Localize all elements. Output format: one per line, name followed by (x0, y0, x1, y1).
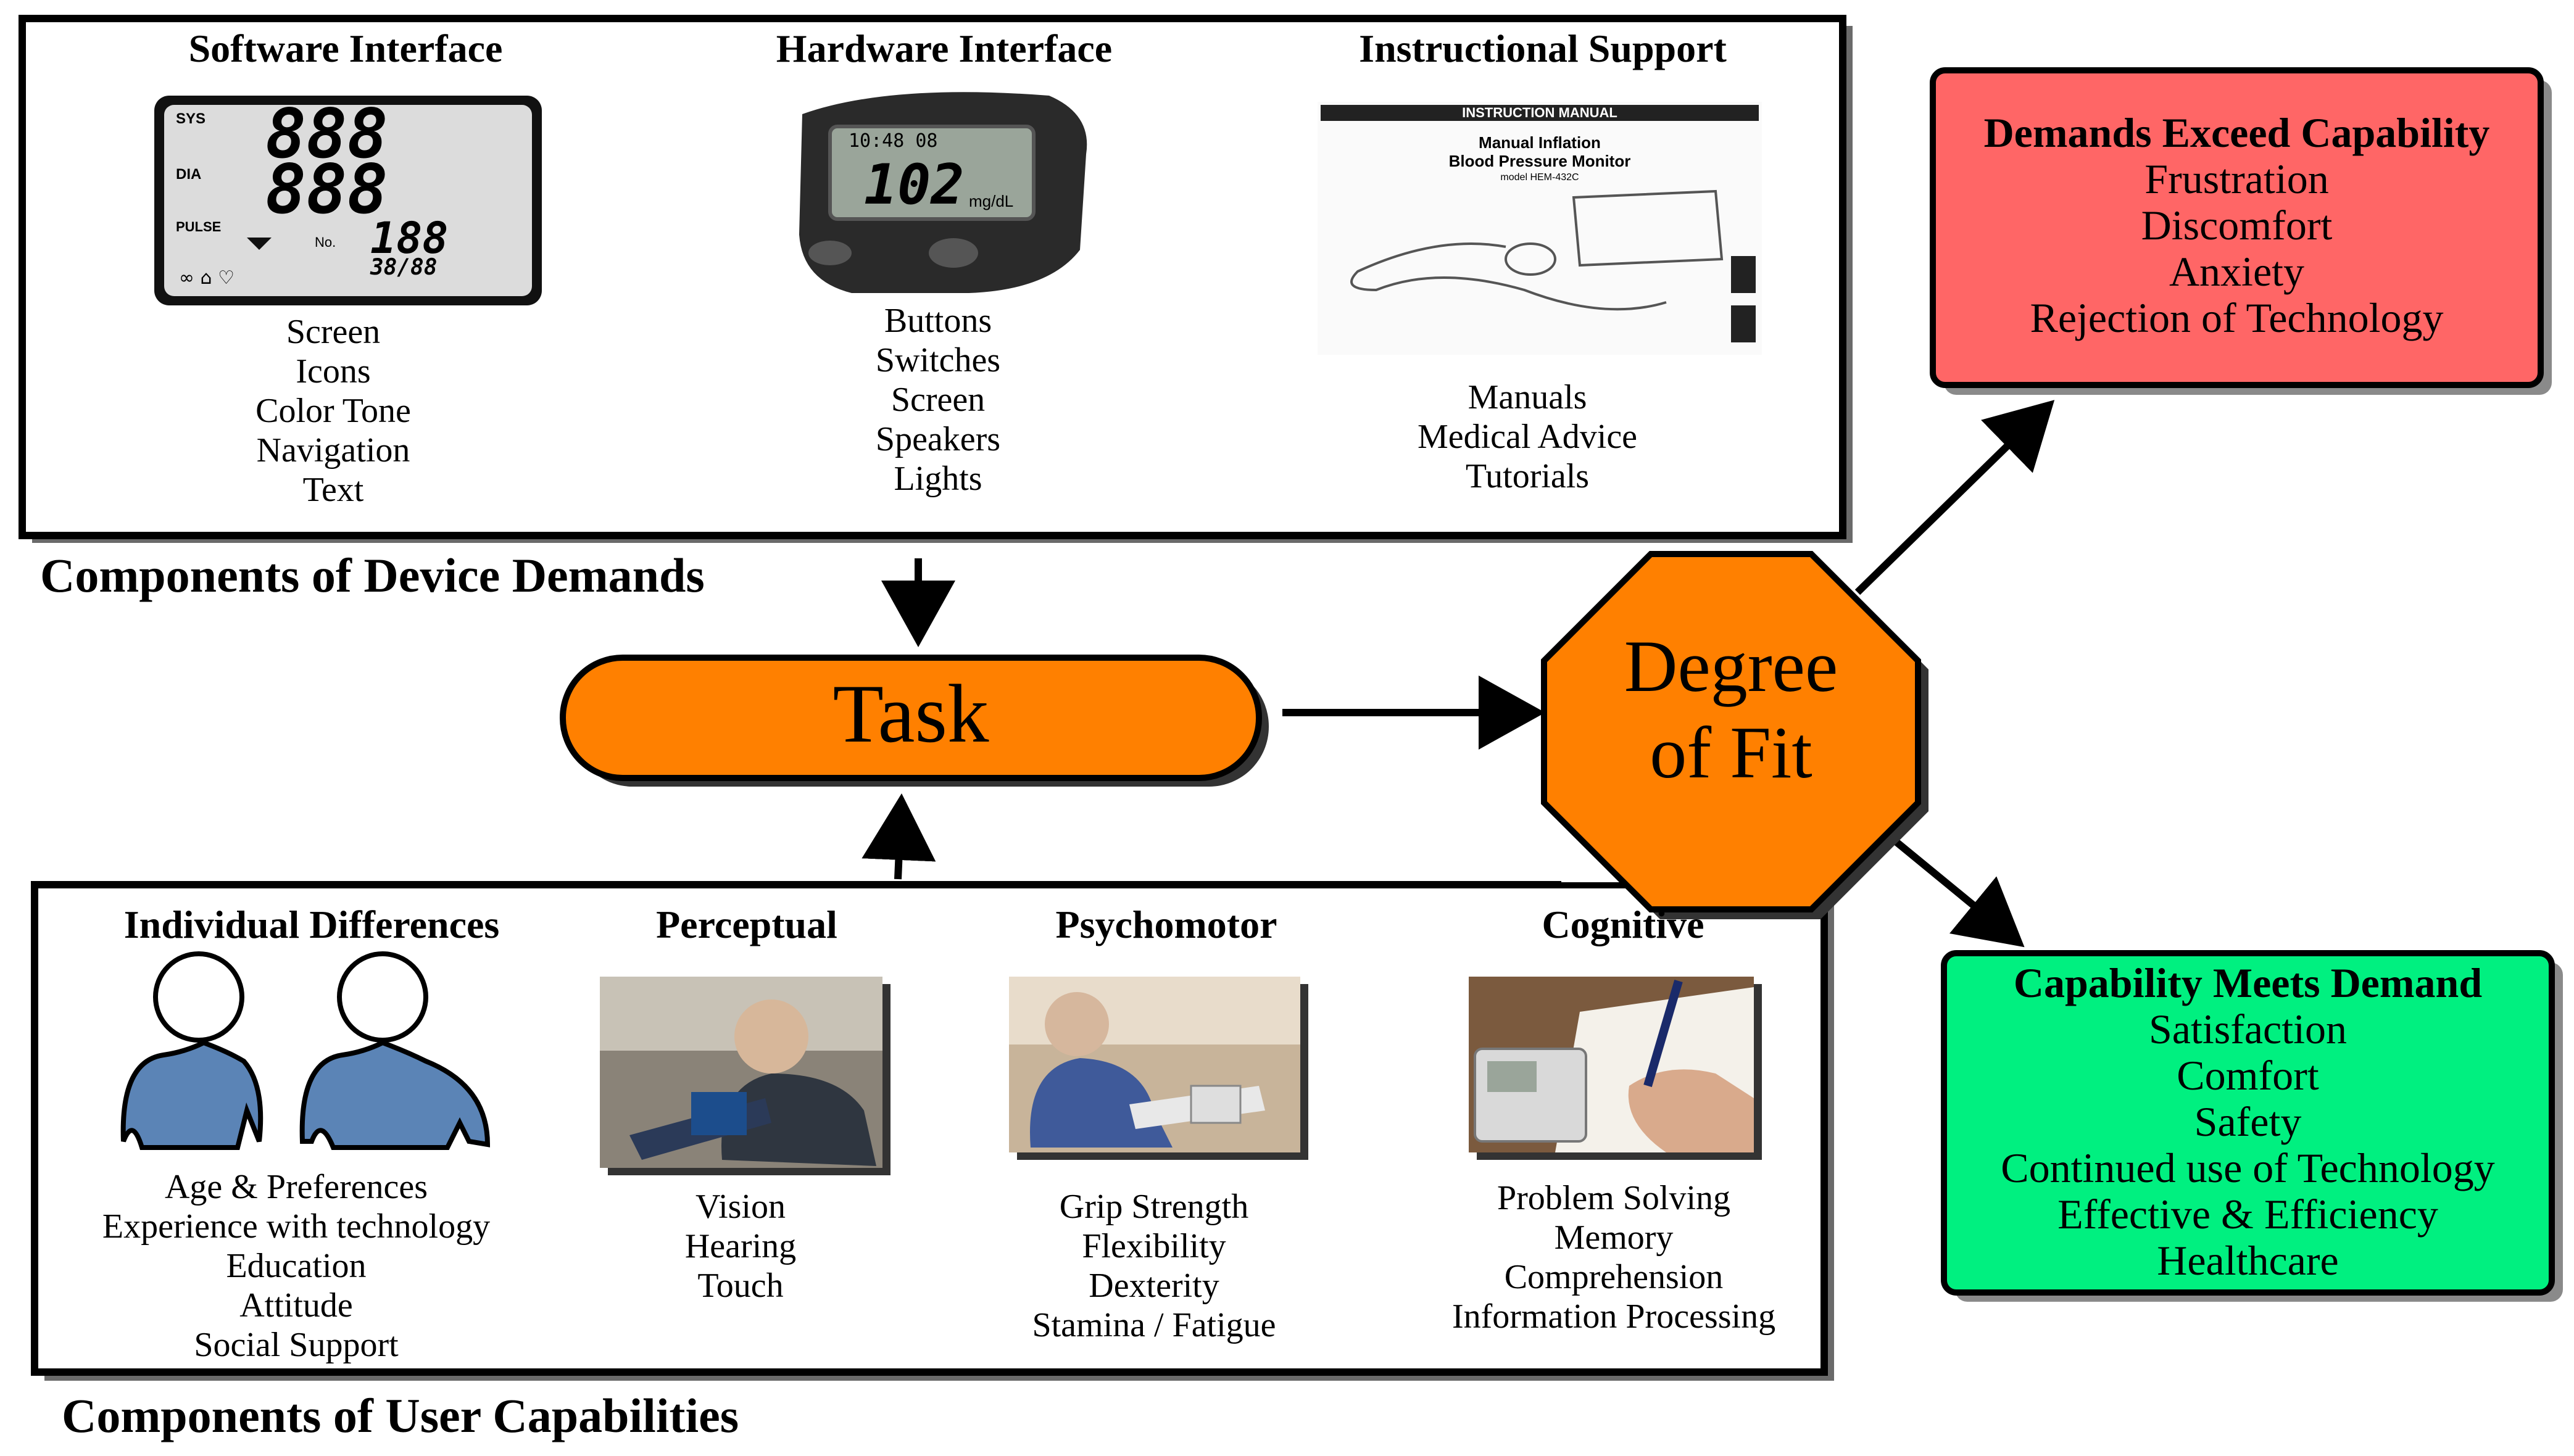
list-item: Rejection of Technology (2030, 294, 2444, 341)
list-item: Comfort (2177, 1052, 2319, 1099)
instruction-manual-icon: INSTRUCTION MANUAL Manual Inflation Bloo… (1318, 102, 1762, 355)
arrow-fit-to-meets (1883, 830, 2025, 948)
svg-text:Blood Pressure Monitor: Blood Pressure Monitor (1449, 152, 1631, 170)
instructional-support-title: Instructional Support (1359, 27, 1727, 70)
hand-writing-log-photo (1469, 977, 1762, 1160)
list-item: Satisfaction (2148, 1006, 2348, 1053)
list-item: Speakers (875, 420, 1001, 458)
meets-title: Capability Meets Demand (2013, 959, 2483, 1006)
svg-text:Manual Inflation: Manual Inflation (1479, 133, 1601, 152)
hardware-interface-title: Hardware Interface (776, 27, 1113, 70)
list-item: Education (226, 1247, 367, 1285)
degree-of-fit-label: Degree of Fit (1544, 623, 1918, 796)
list-item: Screen (286, 313, 381, 351)
list-item: Medical Advice (1417, 418, 1638, 456)
list-item: Tutorials (1465, 457, 1590, 495)
lcd-display-icon: SYS DIA PULSE 888 888 188 38/88 No. ∞ ⌂ … (154, 94, 542, 305)
list-item: Effective & Efficiency (2057, 1191, 2438, 1238)
svg-text:mg/dL: mg/dL (969, 192, 1013, 210)
svg-text:888: 888 (265, 150, 388, 229)
list-item: Age & Preferences (164, 1168, 428, 1206)
svg-text:DIA: DIA (176, 166, 201, 183)
fit-line-1: Degree (1624, 625, 1838, 707)
list-item: Vision (695, 1188, 786, 1226)
psychomotor-title: Psychomotor (1055, 903, 1277, 946)
svg-text:SYS: SYS (176, 110, 206, 127)
list-item: Stamina / Fatigue (1032, 1306, 1276, 1344)
perceptual-items: Vision Hearing Touch (617, 1187, 864, 1305)
task-shape (560, 655, 1269, 787)
list-item: Touch (697, 1267, 784, 1305)
list-item: Text (302, 471, 364, 509)
degree-of-fit-octagon (1541, 551, 1928, 919)
list-item: Frustration (2144, 155, 2329, 202)
woman-using-bp-cuff-photo (1009, 977, 1308, 1160)
list-item: Anxiety (2169, 248, 2305, 295)
exceed-box-shape (1930, 67, 2552, 395)
psychomotor-items: Grip Strength Flexibility Dexterity Stam… (1000, 1187, 1308, 1345)
hardware-interface-item-list: Buttons Switches Screen Speakers Lights (815, 301, 1061, 498)
meets-box: Capability Meets Demand Satisfaction Com… (1944, 960, 2552, 1284)
list-item: Information Processing (1451, 1297, 1776, 1336)
individual-differences-items: Age & Preferences Experience with techno… (49, 1167, 543, 1365)
svg-text:102: 102 (864, 152, 965, 217)
arrow-capabilities-to-task (861, 793, 936, 880)
svg-text:INSTRUCTION MANUAL: INSTRUCTION MANUAL (1462, 105, 1617, 120)
svg-text:∞ ⌂ ♡: ∞ ⌂ ♡ (179, 267, 235, 289)
list-item: Discomfort (2141, 202, 2333, 249)
svg-text:188: 188 (370, 213, 448, 263)
list-item: Problem Solving (1497, 1179, 1731, 1217)
cognitive-title: Cognitive (1542, 903, 1704, 946)
list-item: Social Support (194, 1326, 399, 1364)
user-capabilities-caption: Components of User Capabilities (62, 1389, 739, 1442)
list-item: Manuals (1468, 378, 1587, 416)
list-item: Memory (1554, 1218, 1674, 1257)
two-people-icon (120, 951, 491, 1150)
task-label: Task (832, 668, 989, 760)
perceptual-title: Perceptual (656, 903, 837, 946)
exceed-title: Demands Exceed Capability (1983, 109, 2490, 156)
list-item: Lights (894, 460, 982, 498)
svg-text:model HEM-432C: model HEM-432C (1500, 172, 1579, 183)
man-with-bp-cuff-photo (600, 977, 891, 1175)
list-item: Continued use of Technology (2001, 1144, 2495, 1191)
software-interface-title: Software Interface (188, 27, 503, 70)
list-item: Navigation (256, 431, 410, 469)
svg-text:PULSE: PULSE (176, 219, 221, 234)
list-item: Grip Strength (1059, 1188, 1249, 1226)
list-item: Dexterity (1089, 1267, 1219, 1305)
list-item: Healthcare (2157, 1237, 2339, 1284)
meets-box-shape (1941, 950, 2563, 1302)
fit-line-2: of Fit (1650, 711, 1812, 793)
list-item: Experience with technology (102, 1207, 491, 1246)
list-item: Safety (2194, 1098, 2302, 1145)
device-demands-caption: Components of Device Demands (40, 548, 705, 602)
arrow-fit-to-exceed (1854, 400, 2055, 595)
list-item: Attitude (239, 1286, 353, 1325)
svg-text:38/88: 38/88 (370, 255, 437, 280)
list-item: Color Tone (255, 392, 411, 430)
list-item: Switches (875, 341, 1001, 379)
arrows (861, 400, 2055, 948)
software-interface-items: Screen Icons Color Tone Navigation Text (210, 312, 457, 510)
svg-text:10:48 08: 10:48 08 (849, 130, 938, 152)
glucose-meter-icon: 10:48 08 102 mg/dL (799, 92, 1087, 293)
svg-text:888: 888 (265, 94, 388, 173)
list-item: Icons (296, 352, 371, 391)
individual-differences-title: Individual Differences (123, 903, 500, 946)
cognitive-items: Problem Solving Memory Comprehension Inf… (1413, 1178, 1814, 1336)
exceed-box: Demands Exceed Capability Frustration Di… (1933, 110, 2541, 341)
list-item: Hearing (684, 1227, 797, 1265)
instructional-support-items: Manuals Medical Advice Tutorials (1373, 378, 1682, 496)
svg-text:No.: No. (315, 234, 336, 250)
list-item: Flexibility (1082, 1227, 1226, 1265)
list-item: Screen (891, 381, 986, 419)
list-item: Comprehension (1504, 1258, 1724, 1296)
list-item: Buttons (884, 302, 992, 340)
